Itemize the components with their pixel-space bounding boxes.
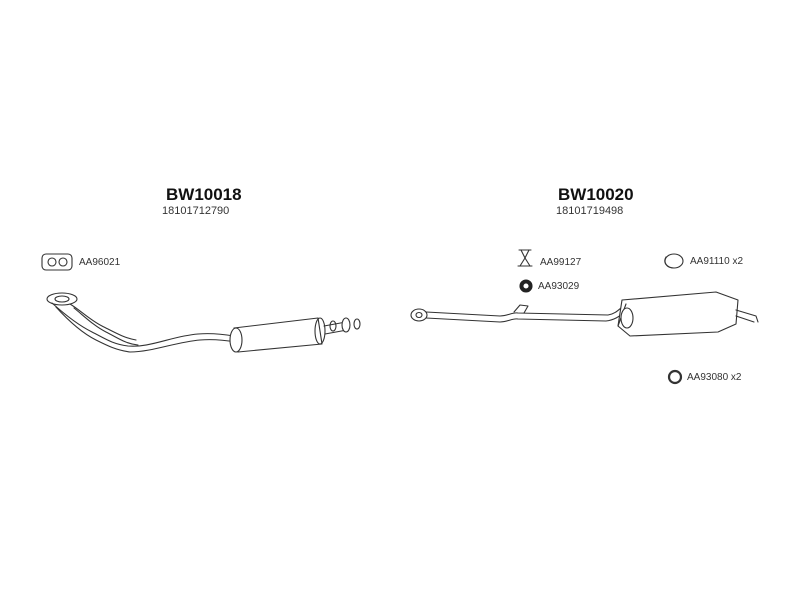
assembly-ref-left: 18101712790 [162, 205, 230, 217]
assembly-ref-right: 18101719498 [556, 205, 624, 217]
part-label-rubber-ring: AA93080 x2 [687, 372, 742, 383]
ring-icon [519, 279, 533, 293]
clamp-ring-icon [664, 253, 684, 269]
part-label-ring: AA93029 [538, 281, 580, 292]
part-label-bracket: AA99127 [540, 257, 582, 268]
rubber-ring-icon [667, 369, 683, 385]
assembly-code-left: BW10018 [166, 185, 242, 204]
part-label-clamp-ring: AA91110 x2 [690, 256, 744, 267]
front-pipe-with-middle-silencer [46, 292, 361, 353]
gasket-icon [41, 253, 73, 271]
rear-pipe-with-silencer [410, 291, 759, 337]
assembly-code-right: BW10020 [558, 185, 634, 204]
bracket-icon [517, 249, 533, 267]
part-label-gasket: AA96021 [79, 257, 121, 268]
